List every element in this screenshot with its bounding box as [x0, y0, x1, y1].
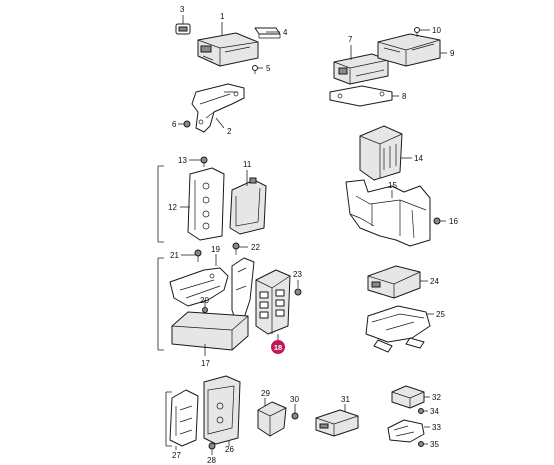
callout-1[interactable]: 1	[220, 12, 225, 21]
part-25-mounting-bracket[interactable]	[365, 305, 431, 353]
part-14-control-unit[interactable]	[359, 125, 403, 181]
group-frame-26-28	[165, 391, 172, 447]
callout-21[interactable]: 21	[170, 251, 179, 260]
callout-6[interactable]: 6	[172, 120, 177, 129]
part-6-bolt[interactable]	[183, 120, 191, 128]
part-27-bracket[interactable]	[169, 389, 199, 447]
part-34-screw[interactable]	[418, 408, 424, 414]
part-22-clip[interactable]	[232, 242, 240, 255]
callout-4[interactable]: 4	[283, 28, 288, 37]
callout-27[interactable]: 27	[172, 451, 181, 460]
group-frame-17-22	[157, 257, 164, 351]
callout-33[interactable]: 33	[432, 423, 441, 432]
callout-24[interactable]: 24	[430, 277, 439, 286]
part-4-bracket-clip[interactable]	[254, 27, 281, 39]
part-33-holder[interactable]	[387, 419, 425, 443]
callout-16[interactable]: 16	[449, 217, 458, 226]
part-28-screw[interactable]	[208, 442, 216, 452]
callout-15[interactable]: 15	[388, 181, 397, 190]
part-13-screw[interactable]	[200, 156, 208, 167]
callout-26[interactable]: 26	[225, 445, 234, 454]
callout-20[interactable]: 20	[200, 296, 209, 305]
part-30-bolt[interactable]	[291, 412, 299, 420]
part-12-mounting-plate[interactable]	[187, 167, 225, 241]
callout-7[interactable]: 7	[348, 35, 353, 44]
part-10-screw[interactable]	[414, 27, 420, 38]
callout-30[interactable]: 30	[290, 395, 299, 404]
callout-18[interactable]: 18	[274, 343, 282, 352]
part-9-housing[interactable]	[377, 33, 441, 67]
callout-23[interactable]: 23	[293, 270, 302, 279]
callout-29[interactable]: 29	[261, 389, 270, 398]
callout-34[interactable]: 34	[430, 407, 439, 416]
part-20-screw[interactable]	[202, 307, 208, 313]
group-frame-11-13	[157, 165, 164, 243]
part-32-relay[interactable]	[391, 385, 425, 409]
part-35-screw[interactable]	[418, 441, 424, 447]
part-16-bolt[interactable]	[433, 217, 441, 225]
part-29-module[interactable]	[257, 401, 287, 437]
part-carrier-strip[interactable]	[231, 257, 255, 323]
part-24-control-unit[interactable]	[367, 265, 421, 299]
part-23-screw[interactable]	[294, 284, 302, 296]
part-5-screw[interactable]	[252, 65, 258, 75]
callout-32[interactable]: 32	[432, 393, 441, 402]
callout-31[interactable]: 31	[341, 395, 350, 404]
callout-12[interactable]: 12	[168, 203, 177, 212]
callout-2[interactable]: 2	[227, 127, 232, 136]
callout-17[interactable]: 17	[201, 359, 210, 368]
callout-22[interactable]: 22	[251, 243, 260, 252]
part-19-bracket[interactable]	[169, 267, 229, 307]
part-17-housing-tray[interactable]	[171, 311, 249, 351]
part-31-control-unit[interactable]	[315, 409, 359, 437]
part-15-holder[interactable]	[345, 179, 431, 247]
callout-10[interactable]: 10	[432, 26, 441, 35]
part-3-connector[interactable]	[175, 23, 191, 35]
callout-18-highlight[interactable]: 18	[271, 340, 285, 354]
callout-19[interactable]: 19	[211, 245, 220, 254]
callout-9[interactable]: 9	[450, 49, 455, 58]
part-21-screw[interactable]	[194, 249, 202, 262]
part-8-base-plate[interactable]	[329, 85, 393, 107]
part-1-control-unit[interactable]	[197, 32, 259, 67]
callout-13[interactable]: 13	[178, 156, 187, 165]
callout-28[interactable]: 28	[207, 456, 216, 465]
part-26-control-unit[interactable]	[203, 375, 241, 445]
callout-3[interactable]: 3	[180, 5, 185, 14]
callout-35[interactable]: 35	[430, 440, 439, 449]
callout-14[interactable]: 14	[414, 154, 423, 163]
callout-11[interactable]: 11	[243, 160, 252, 169]
part-18-relay-carrier[interactable]	[255, 269, 291, 335]
part-2-mounting-bracket[interactable]	[191, 83, 245, 133]
callout-5[interactable]: 5	[266, 64, 271, 73]
callout-25[interactable]: 25	[436, 310, 445, 319]
part-7-control-module[interactable]	[333, 53, 389, 85]
part-11-control-unit[interactable]	[229, 177, 267, 235]
callout-8[interactable]: 8	[402, 92, 407, 101]
